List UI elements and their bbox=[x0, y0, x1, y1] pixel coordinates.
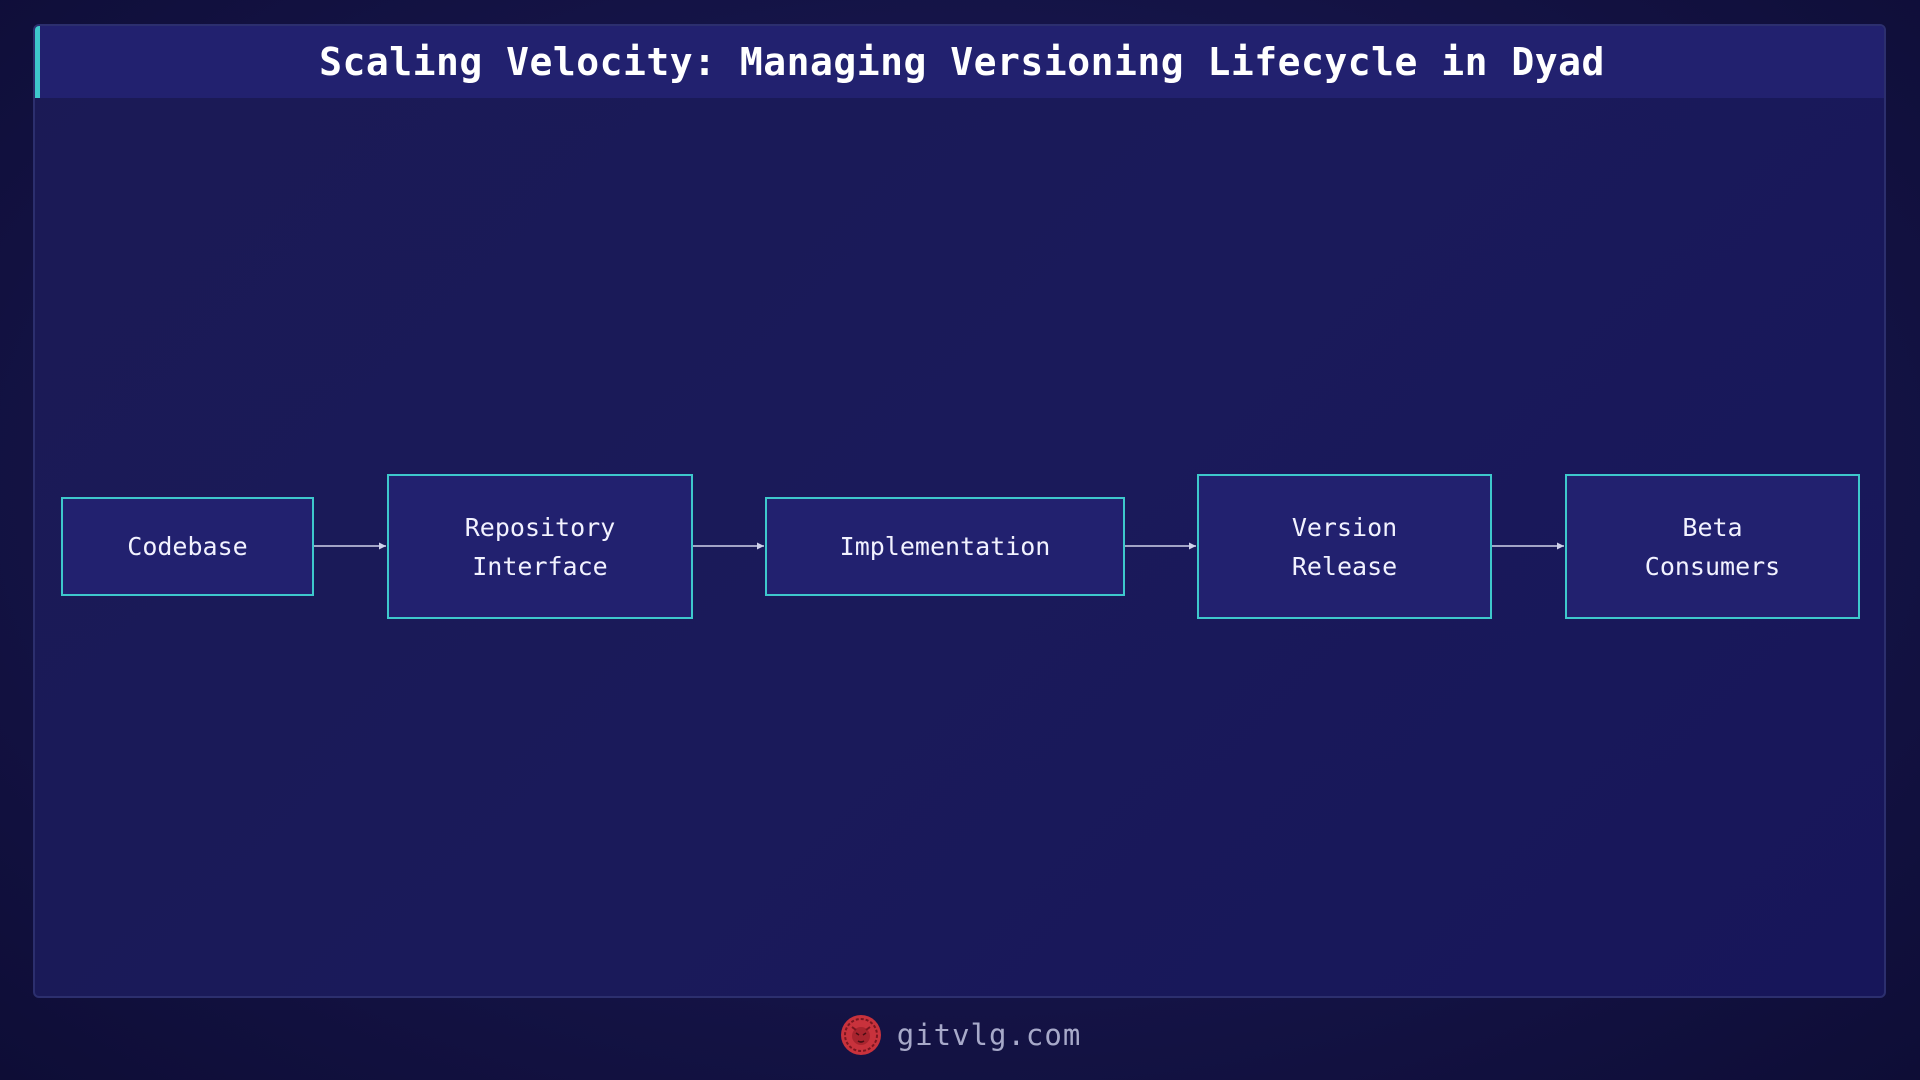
node-label-line: Repository bbox=[464, 512, 616, 542]
node-label-line: Version bbox=[1291, 512, 1398, 542]
node-label-line: Consumers bbox=[1644, 551, 1781, 581]
node-label: Codebase bbox=[127, 527, 247, 566]
lion-head-icon bbox=[840, 1015, 881, 1055]
node-codebase: Codebase bbox=[61, 497, 314, 596]
node-implementation: Implementation bbox=[765, 497, 1125, 596]
footer: gitvlg.com bbox=[0, 1010, 1920, 1060]
node-label-line: Implementation bbox=[839, 532, 1051, 561]
node-label-line: Codebase bbox=[127, 532, 248, 561]
page-title: Scaling Velocity: Managing Versioning Li… bbox=[319, 40, 1605, 84]
node-label-line: Release bbox=[1291, 551, 1398, 581]
footer-site-link[interactable]: gitvlg.com bbox=[896, 1018, 1082, 1052]
title-bar: Scaling Velocity: Managing Versioning Li… bbox=[35, 26, 1884, 98]
node-label: Implementation bbox=[840, 527, 1051, 566]
node-label-line: Interface bbox=[472, 551, 608, 581]
node-label-line: Beta bbox=[1682, 512, 1743, 542]
